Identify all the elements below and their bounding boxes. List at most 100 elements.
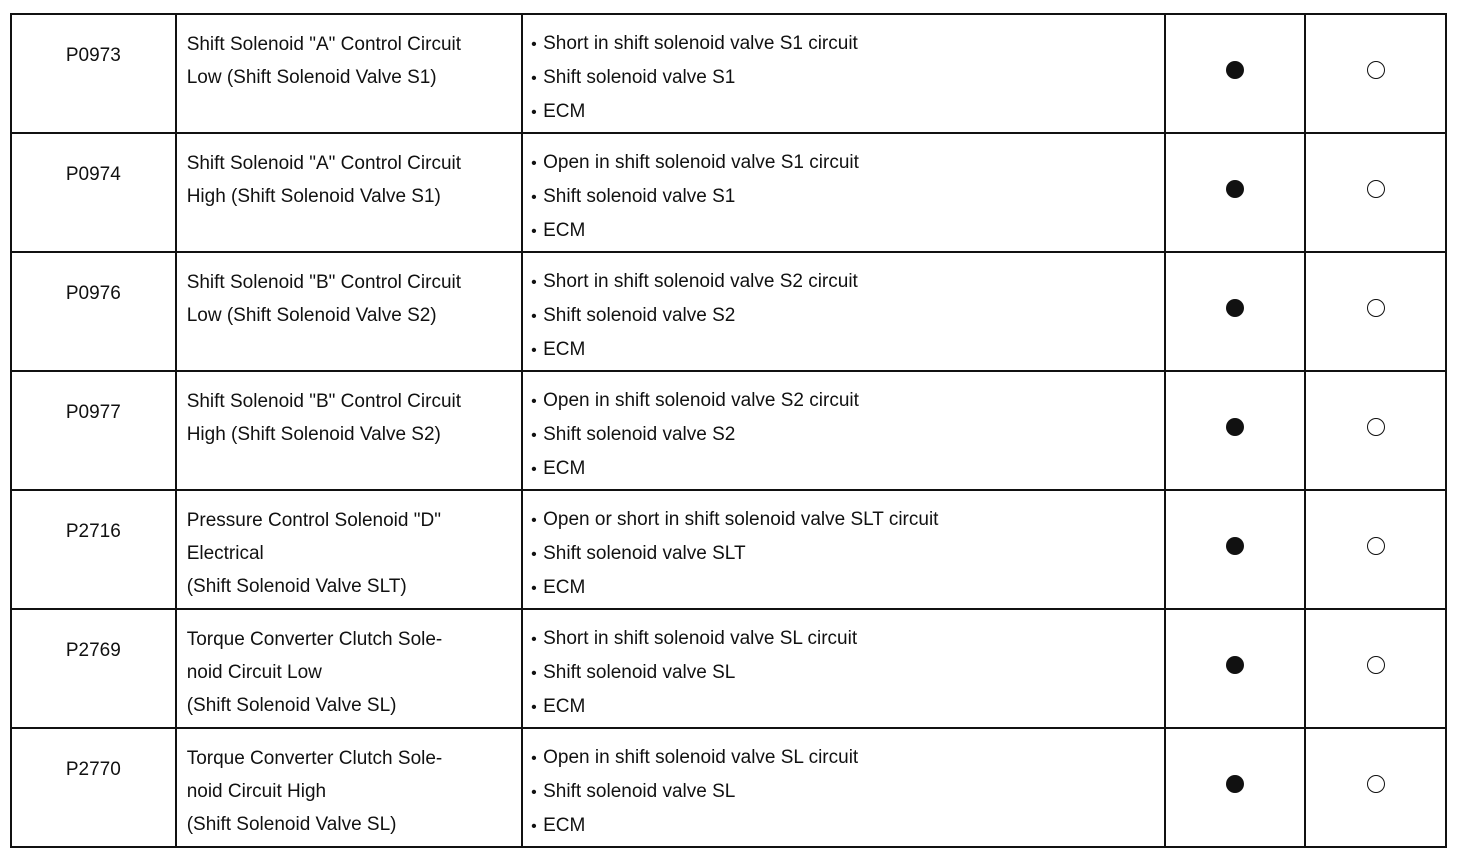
trouble-area-list: Short in shift solenoid valve S1 circuit… [523,15,1164,129]
trouble-area-list: Short in shift solenoid valve SL circuit… [523,610,1164,724]
trouble-area-item: Shift solenoid valve S2 [531,418,1164,452]
mil-cell [1163,13,1307,134]
filled-circle-icon [1226,61,1245,79]
trouble-area-item: Short in shift solenoid valve S1 circuit [531,27,1164,61]
memory-cell [1304,13,1447,134]
table-row: P2770 Torque Converter Clutch Sole-noid C… [10,727,1447,848]
trouble-area-item: Short in shift solenoid valve S2 circuit [531,265,1164,299]
table-row: P2716 Pressure Control Solenoid "D" Electr… [10,489,1447,610]
trouble-area-item: Short in shift solenoid valve SL circuit [531,622,1164,656]
trouble-area-item: ECM [531,214,1164,248]
trouble-area-item: ECM [531,333,1164,367]
dtc-code-cell: P0976 [10,251,177,372]
dtc-code-cell: P2770 [10,727,177,848]
dtc-code: P0973 [65,45,121,66]
filled-circle-icon [1226,656,1245,674]
detection-item-cell: Pressure Control Solenoid "D" Electrical (… [174,489,524,610]
trouble-area-item: Shift solenoid valve SLT [531,537,1164,571]
dtc-code-cell: P2769 [10,608,177,729]
hollow-circle-icon [1366,61,1385,79]
dtc-code: P2769 [65,640,121,661]
filled-circle-icon [1226,180,1245,198]
trouble-area-item: Shift solenoid valve SL [531,775,1164,809]
filled-circle-icon [1226,299,1245,317]
filled-circle-icon [1226,775,1245,793]
hollow-circle-icon [1366,418,1385,436]
hollow-circle-icon [1366,299,1385,317]
detection-item-line: Shift Solenoid "A" Control Circuit [186,153,462,174]
filled-circle-icon [1226,418,1245,436]
trouble-area-list: Open in shift solenoid valve S2 circuitS… [523,372,1164,486]
trouble-area-cell: Open in shift solenoid valve SL circuitS… [521,727,1166,848]
memory-cell [1304,370,1447,491]
detection-item-line: (Shift Solenoid Valve SL) [186,814,397,835]
table-row: P2769 Torque Converter Clutch Sole-noid C… [10,608,1447,729]
detection-item-line: Torque Converter Clutch Sole- [186,748,443,769]
mil-cell [1163,489,1307,610]
dtc-code-cell: P0973 [10,13,177,134]
detection-item-line: High (Shift Solenoid Valve S2) [186,424,441,445]
trouble-area-item: ECM [531,809,1164,843]
trouble-area-cell: Open or short in shift solenoid valve SL… [521,489,1166,610]
filled-circle-icon [1226,537,1245,555]
dtc-code-cell: P0974 [10,132,177,253]
detection-item-line: Shift Solenoid "A" Control Circuit [186,34,462,55]
trouble-area-cell: Short in shift solenoid valve SL circuit… [521,608,1166,729]
trouble-area-cell: Open in shift solenoid valve S1 circuitS… [521,132,1166,253]
trouble-area-item: ECM [531,571,1164,605]
detection-item-line: High (Shift Solenoid Valve S1) [186,186,441,207]
trouble-area-cell: Short in shift solenoid valve S1 circuit… [521,13,1166,134]
trouble-area-item: Open in shift solenoid valve S1 circuit [531,146,1164,180]
detection-item-line: noid Circuit Low [186,662,322,683]
trouble-area-item: Shift solenoid valve SL [531,656,1164,690]
memory-cell [1304,608,1447,729]
detection-item-cell: Torque Converter Clutch Sole-noid Circui… [174,608,524,729]
dtc-code-cell: P0977 [10,370,177,491]
trouble-area-item: Shift solenoid valve S2 [531,299,1164,333]
detection-item-line: Pressure Control Solenoid "D" [186,510,441,531]
mil-cell [1163,370,1307,491]
dtc-code-cell: P2716 [10,489,177,610]
trouble-area-item: Open in shift solenoid valve S2 circuit [531,384,1164,418]
memory-cell [1304,489,1447,610]
dtc-code: P2770 [65,759,121,780]
dtc-code: P0977 [65,402,121,423]
trouble-area-list: Open or short in shift solenoid valve SL… [523,491,1164,605]
trouble-area-item: Shift solenoid valve S1 [531,61,1164,95]
trouble-area-cell: Open in shift solenoid valve S2 circuitS… [521,370,1166,491]
dtc-code: P2716 [65,521,121,542]
trouble-area-list: Open in shift solenoid valve SL circuitS… [523,729,1164,843]
detection-item-line: Shift Solenoid "B" Control Circuit [186,391,462,412]
trouble-area-list: Short in shift solenoid valve S2 circuit… [523,253,1164,367]
detection-item-line: Torque Converter Clutch Sole- [186,629,443,650]
hollow-circle-icon [1366,775,1385,793]
dtc-code: P0976 [65,283,121,304]
trouble-area-item: Open in shift solenoid valve SL circuit [531,741,1164,775]
hollow-circle-icon [1366,537,1385,555]
mil-cell [1163,132,1307,253]
hollow-circle-icon [1366,180,1385,198]
mil-cell [1163,727,1307,848]
detection-item-line: noid Circuit High [186,781,327,802]
trouble-area-item: Open or short in shift solenoid valve SL… [531,503,1164,537]
detection-item-line: (Shift Solenoid Valve SL) [186,695,397,716]
detection-item-line: Electrical [186,543,264,564]
trouble-area-list: Open in shift solenoid valve S1 circuitS… [523,134,1164,248]
detection-item-line: (Shift Solenoid Valve SLT) [186,576,407,597]
detection-item-line: Low (Shift Solenoid Valve S2) [186,305,437,326]
memory-cell [1304,727,1447,848]
dtc-code: P0974 [65,164,121,185]
mil-cell [1163,608,1307,729]
detection-item-cell: Torque Converter Clutch Sole-noid Circui… [174,727,524,848]
trouble-area-item: ECM [531,452,1164,486]
